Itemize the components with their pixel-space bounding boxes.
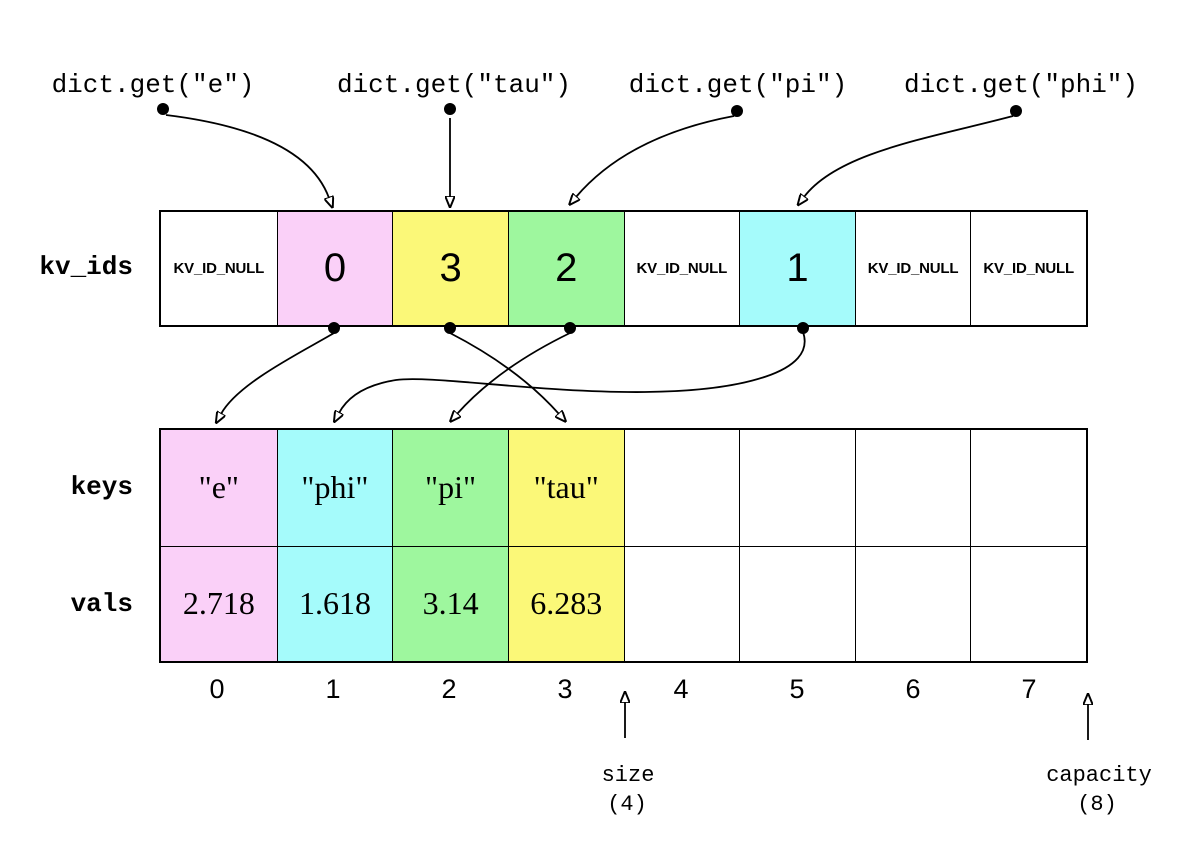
index-label-1: 1: [325, 674, 341, 704]
arrow-slot5-to-key1: [339, 331, 806, 413]
keys-cell-6: [854, 430, 971, 546]
index-label-0: 0: [209, 674, 225, 704]
index-label-4: 4: [673, 674, 689, 704]
vals-cell-2: 3.14: [392, 545, 508, 661]
keys-cell-1: "phi": [276, 430, 393, 546]
keys-vals-array: "e" "phi" "pi" "tau" 2.718 1.618 3.14 6.…: [159, 428, 1088, 663]
arrow-dict-get-e-to-slot1: [165, 114, 329, 198]
index-label-5: 5: [789, 674, 805, 704]
index-label-2: 2: [441, 674, 457, 704]
keys-cell-3: "tau": [507, 430, 624, 546]
vals-cell-0: 2.718: [161, 545, 277, 661]
pointer-dot-e: [157, 103, 169, 115]
kv-ids-cell-7: KV_ID_NULL: [970, 212, 1086, 325]
kv-ids-cell-3: 2: [507, 212, 624, 325]
kv-ids-cell-2: 3: [392, 212, 508, 325]
kv-ids-cell-6: KV_ID_NULL: [854, 212, 971, 325]
keys-cell-2: "pi": [392, 430, 508, 546]
index-label-3: 3: [557, 674, 573, 704]
vals-cell-7: [970, 545, 1086, 661]
vals-cell-1: 1.618: [276, 545, 393, 661]
capacity-label: capacity: [1046, 763, 1152, 788]
pointer-dot-phi: [1010, 105, 1022, 117]
call-pointer-dots: [157, 103, 1022, 117]
kv-ids-cell-1: 0: [276, 212, 393, 325]
call-label-e: dict.get("e"): [51, 70, 255, 100]
kv-ids-cell-5: 1: [739, 212, 855, 325]
pointer-dot-pi: [731, 105, 743, 117]
call-label-tau: dict.get("tau"): [336, 70, 572, 100]
kv-ids-array: KV_ID_NULL 0 3 2 KV_ID_NULL 1 KV_ID_NULL…: [159, 210, 1088, 327]
vals-row-label: vals: [70, 589, 133, 619]
arrow-slot3-to-key2: [457, 332, 571, 414]
keys-cell-5: [739, 430, 855, 546]
call-label-pi: dict.get("pi"): [628, 70, 848, 100]
size-value: (4): [607, 792, 647, 817]
vals-cell-4: [623, 545, 740, 661]
arrow-dict-get-phi-to-slot5: [804, 115, 1014, 197]
keys-row-label: keys: [70, 472, 133, 502]
kv-ids-cell-0: KV_ID_NULL: [161, 212, 277, 325]
index-label-6: 6: [905, 674, 921, 704]
keys-cell-4: [623, 430, 740, 546]
arrow-slot1-to-key0: [221, 332, 335, 414]
kv-ids-row-label: kv_ids: [39, 252, 133, 282]
arrow-slot2-to-key3: [449, 332, 559, 414]
keys-cell-7: [970, 430, 1086, 546]
vals-cell-6: [854, 545, 971, 661]
kv-ids-cell-4: KV_ID_NULL: [623, 212, 740, 325]
arrow-dict-get-pi-to-slot3: [576, 115, 735, 197]
keys-cell-0: "e": [161, 430, 277, 546]
pointer-dot-tau: [444, 103, 456, 115]
vals-cell-3: 6.283: [507, 545, 624, 661]
vals-cell-5: [739, 545, 855, 661]
size-label: size: [601, 763, 655, 788]
capacity-value: (8): [1077, 792, 1117, 817]
index-label-7: 7: [1021, 674, 1037, 704]
call-label-phi: dict.get("phi"): [903, 70, 1139, 100]
